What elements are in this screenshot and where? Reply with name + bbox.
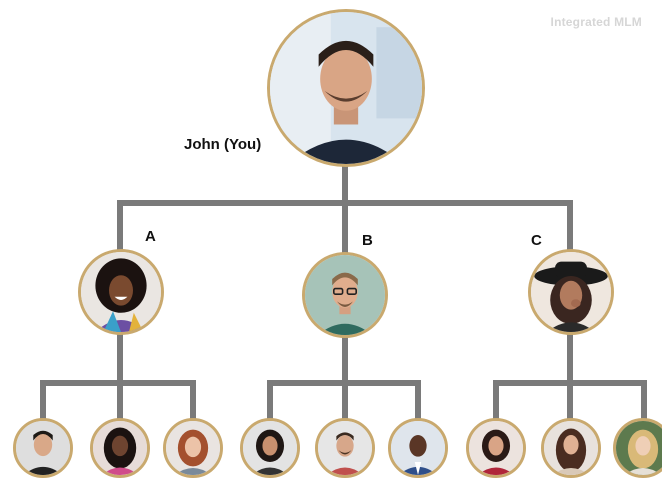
woman-long-hair-portrait-icon (544, 421, 598, 475)
branch-c-node[interactable] (528, 249, 614, 335)
woman-braids-portrait-icon (93, 421, 147, 475)
man-smiling-portrait-icon (270, 12, 422, 164)
c-child-3-node[interactable] (613, 418, 662, 478)
c-child-2-node[interactable] (541, 418, 601, 478)
woman-smiling-portrait-icon (469, 421, 523, 475)
woman-dark-hair-portrait-icon (243, 421, 297, 475)
watermark-logo: Integrated MLM (550, 15, 642, 29)
a-child-2-node[interactable] (90, 418, 150, 478)
man-portrait-icon (16, 421, 70, 475)
c-child-1-node[interactable] (466, 418, 526, 478)
woman-blonde-portrait-icon (616, 421, 662, 475)
b-child-3-node[interactable] (388, 418, 448, 478)
woman-curly-hair-portrait-icon (81, 252, 161, 332)
man-beard-portrait-icon (318, 421, 372, 475)
man-glasses-portrait-icon (305, 255, 385, 335)
a-child-1-node[interactable] (13, 418, 73, 478)
man-suit-portrait-icon (391, 421, 445, 475)
a-child-3-node[interactable] (163, 418, 223, 478)
branch-b-node[interactable] (302, 252, 388, 338)
branch-a-node[interactable] (78, 249, 164, 335)
branch-b-label: B (362, 232, 373, 249)
woman-redhead-portrait-icon (166, 421, 220, 475)
branch-c-label: C (531, 232, 542, 249)
root-node[interactable] (267, 9, 425, 167)
woman-hat-portrait-icon (531, 252, 611, 332)
branch-a-label: A (145, 228, 156, 245)
root-name-label: John (You) (184, 136, 262, 153)
b-child-2-node[interactable] (315, 418, 375, 478)
b-child-1-node[interactable] (240, 418, 300, 478)
